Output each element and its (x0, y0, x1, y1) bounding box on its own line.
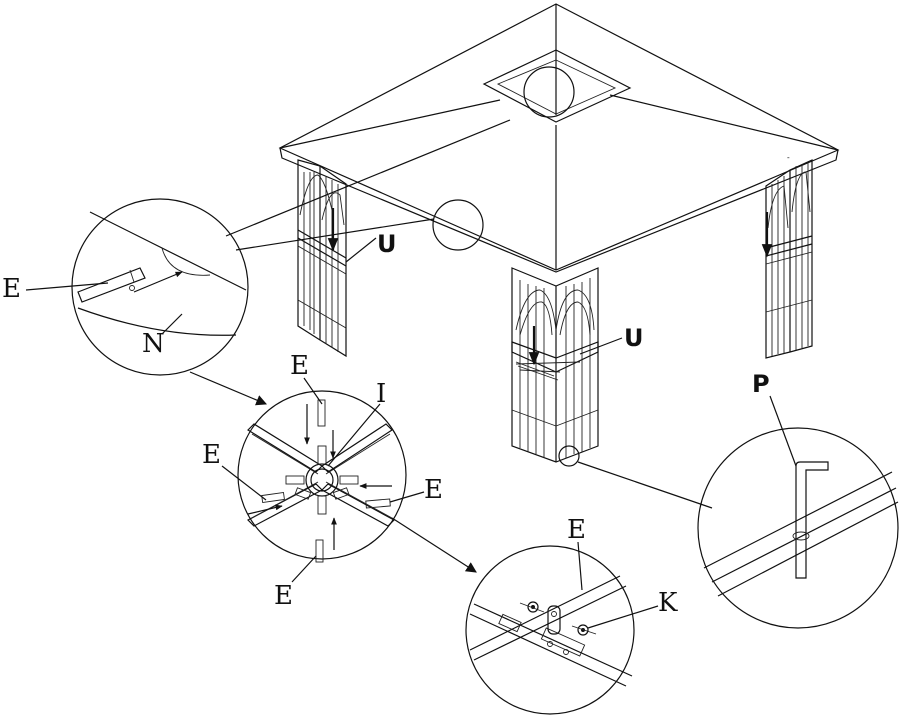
label-e-bottom: E (274, 581, 293, 611)
detail-circle-top (523, 66, 575, 118)
detail-roof-connection (71, 119, 511, 376)
detail-circle-foot (558, 445, 580, 467)
label-u-left: U (377, 230, 397, 258)
label-e-right: E (424, 475, 443, 505)
arrow-icon (189, 371, 267, 406)
bracket-detail (465, 545, 635, 715)
label-k: K (658, 588, 678, 618)
label-e-mid-left: E (202, 440, 221, 470)
label-e-left: E (2, 274, 21, 304)
label-e-lower: E (567, 515, 586, 545)
label-i: I (376, 379, 386, 409)
gazebo-roof: - (278, 3, 840, 273)
label-n: N (142, 329, 165, 359)
corner-panel-center (511, 267, 599, 467)
label-u-center: U (624, 324, 644, 352)
label-p: P (752, 370, 770, 398)
detail-circle-side (432, 199, 484, 251)
pin-detail (577, 427, 899, 629)
svg-text:-: - (787, 153, 790, 162)
label-e-top: E (290, 351, 309, 381)
hub-connector-detail (237, 390, 407, 563)
arrow-icon-2 (391, 517, 477, 573)
corner-panel-right (761, 159, 813, 359)
